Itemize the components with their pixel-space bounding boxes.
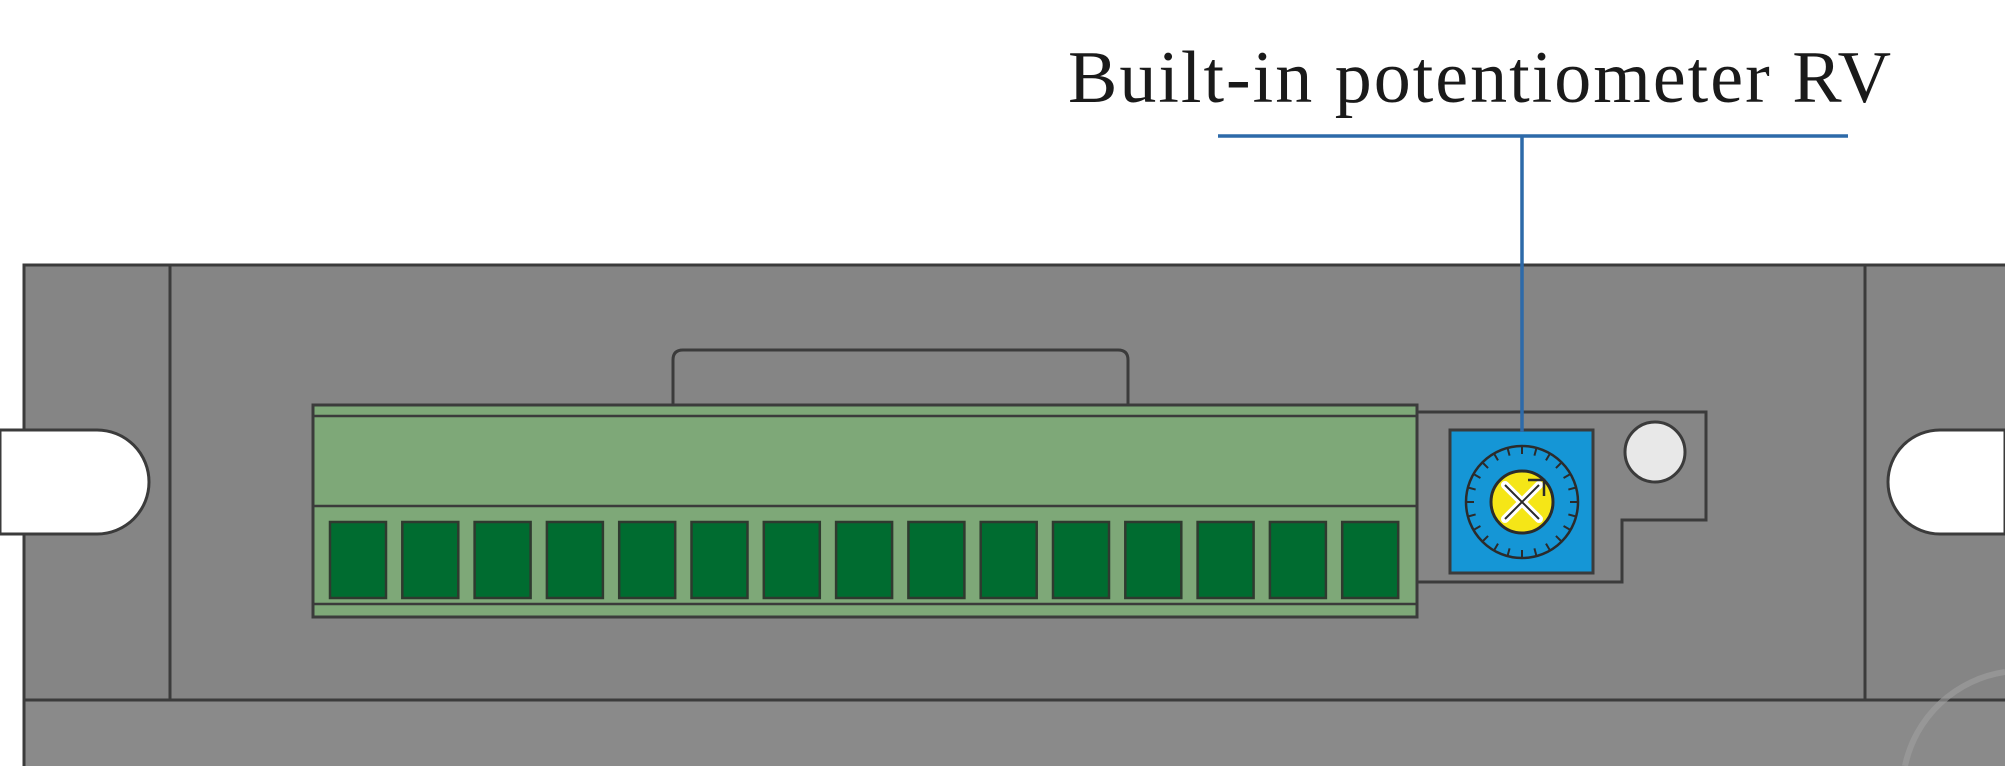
terminal-slot[interactable]	[473, 520, 532, 600]
terminal-block	[311, 403, 1419, 619]
potentiometer-scale-tick	[1482, 535, 1489, 542]
potentiometer-rv[interactable]	[1448, 428, 1595, 575]
potentiometer-callout-label: Built-in potentiometer RV	[1068, 37, 1893, 119]
terminal-slot[interactable]	[1268, 520, 1328, 600]
potentiometer-scale-tick	[1506, 548, 1511, 556]
terminal-slot[interactable]	[1051, 520, 1111, 600]
potentiometer-pointer-arrow	[1528, 478, 1546, 496]
potentiometer-scale-tick	[1545, 453, 1551, 461]
panel-lower	[22, 698, 2005, 766]
potentiometer-scale-tick	[1533, 548, 1538, 556]
led-indicator-icon	[1623, 420, 1687, 484]
terminal-slot[interactable]	[617, 520, 677, 600]
potentiometer-leader-line	[1218, 134, 1848, 432]
potentiometer-scale-tick	[1473, 525, 1481, 531]
potentiometer-scale-tick	[1533, 448, 1538, 456]
potentiometer-scale-ticks	[1467, 447, 1577, 557]
potentiometer-scale-tick	[1506, 448, 1511, 456]
potentiometer-scale-tick	[1473, 473, 1481, 479]
potentiometer-slot-b-outline	[1504, 484, 1540, 520]
potentiometer-scale-tick	[1563, 473, 1571, 479]
potentiometer-scale-tick	[1555, 535, 1562, 542]
terminal-slot[interactable]	[401, 520, 460, 600]
potentiometer-scale-tick	[1482, 462, 1489, 469]
terminal-slot[interactable]	[907, 520, 966, 600]
potentiometer-scale-tick	[1493, 453, 1499, 461]
terminal-slot[interactable]	[328, 520, 388, 600]
terminal-slot[interactable]	[1340, 520, 1400, 600]
terminal-slots	[328, 520, 1400, 600]
potentiometer-scale-tick	[1563, 525, 1571, 531]
potentiometer-dial-ring	[1464, 444, 1580, 560]
potentiometer-scale-tick	[1545, 543, 1551, 551]
connector-top-tab	[671, 348, 1130, 406]
terminal-slot[interactable]	[1124, 520, 1183, 600]
corner-watermark-arc	[1902, 669, 2005, 766]
terminal-slot[interactable]	[690, 520, 749, 600]
terminal-slot[interactable]	[545, 520, 605, 600]
potentiometer-scale-tick	[1568, 486, 1576, 491]
terminal-slot[interactable]	[1196, 520, 1255, 600]
potentiometer-scale-tick	[1568, 513, 1576, 518]
right-mounting-slot	[1886, 428, 2005, 536]
terminal-slot[interactable]	[979, 520, 1038, 600]
potentiometer-scale-tick	[1468, 513, 1476, 518]
potentiometer-scale-tick	[1555, 462, 1562, 469]
potentiometer-dial-icon[interactable]	[1489, 469, 1555, 535]
terminal-slot[interactable]	[762, 520, 822, 600]
left-mounting-slot	[0, 428, 151, 536]
terminal-slot[interactable]	[834, 520, 894, 600]
potentiometer-scale-tick	[1468, 486, 1476, 491]
potentiometer-scale-tick	[1493, 543, 1499, 551]
